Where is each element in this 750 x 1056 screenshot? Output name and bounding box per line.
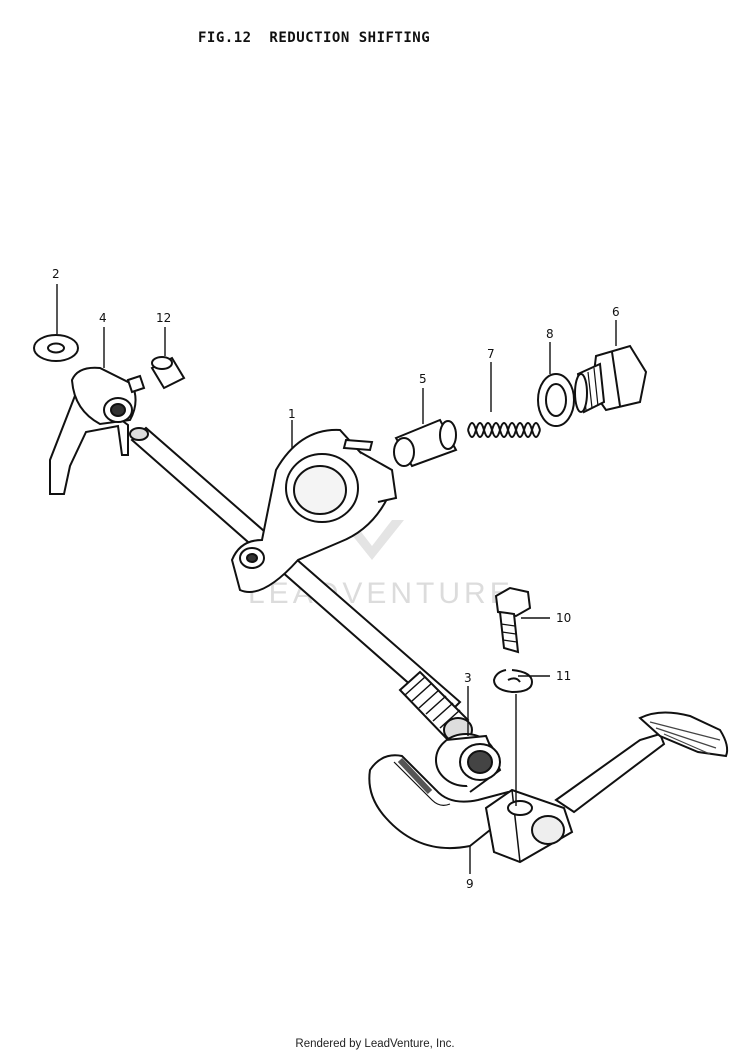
- label-8: 8: [546, 327, 554, 341]
- part-12-collar: [150, 356, 186, 390]
- part-2-washer: [33, 334, 79, 362]
- label-7: 7: [487, 347, 495, 361]
- part-7-spring: [467, 422, 541, 438]
- callout-labels: 2 4 12 1 5 7 8 6 10 11 3 9: [52, 267, 620, 891]
- part-11-circlip: [492, 669, 534, 694]
- part-4-shift-fork: [49, 366, 146, 495]
- label-5: 5: [419, 372, 427, 386]
- part-6-plug-bolt: [574, 344, 648, 414]
- part-1-shift-arm: [230, 428, 398, 593]
- label-9: 9: [466, 877, 474, 891]
- label-12: 12: [156, 311, 171, 325]
- callout-leaders: [56, 284, 617, 874]
- label-11: 11: [556, 669, 571, 683]
- shift-shaft: [129, 426, 473, 743]
- label-6: 6: [612, 305, 620, 319]
- part-5-plunger: [393, 418, 458, 468]
- footer-credit: Rendered by LeadVenture, Inc.: [295, 1038, 455, 1050]
- label-2: 2: [52, 267, 60, 281]
- label-1: 1: [288, 407, 296, 421]
- part-3-oil-seal: [435, 733, 502, 793]
- label-3: 3: [464, 671, 472, 685]
- part-10-bolt: [494, 586, 532, 654]
- part-8-gasket: [537, 373, 575, 427]
- label-4: 4: [99, 311, 107, 325]
- figure-title: FIG.12 REDUCTION SHIFTING: [198, 30, 431, 46]
- label-10: 10: [556, 611, 571, 625]
- watermark-text: LEADVENTURE: [248, 577, 514, 610]
- part-9-shift-lever: [368, 711, 729, 864]
